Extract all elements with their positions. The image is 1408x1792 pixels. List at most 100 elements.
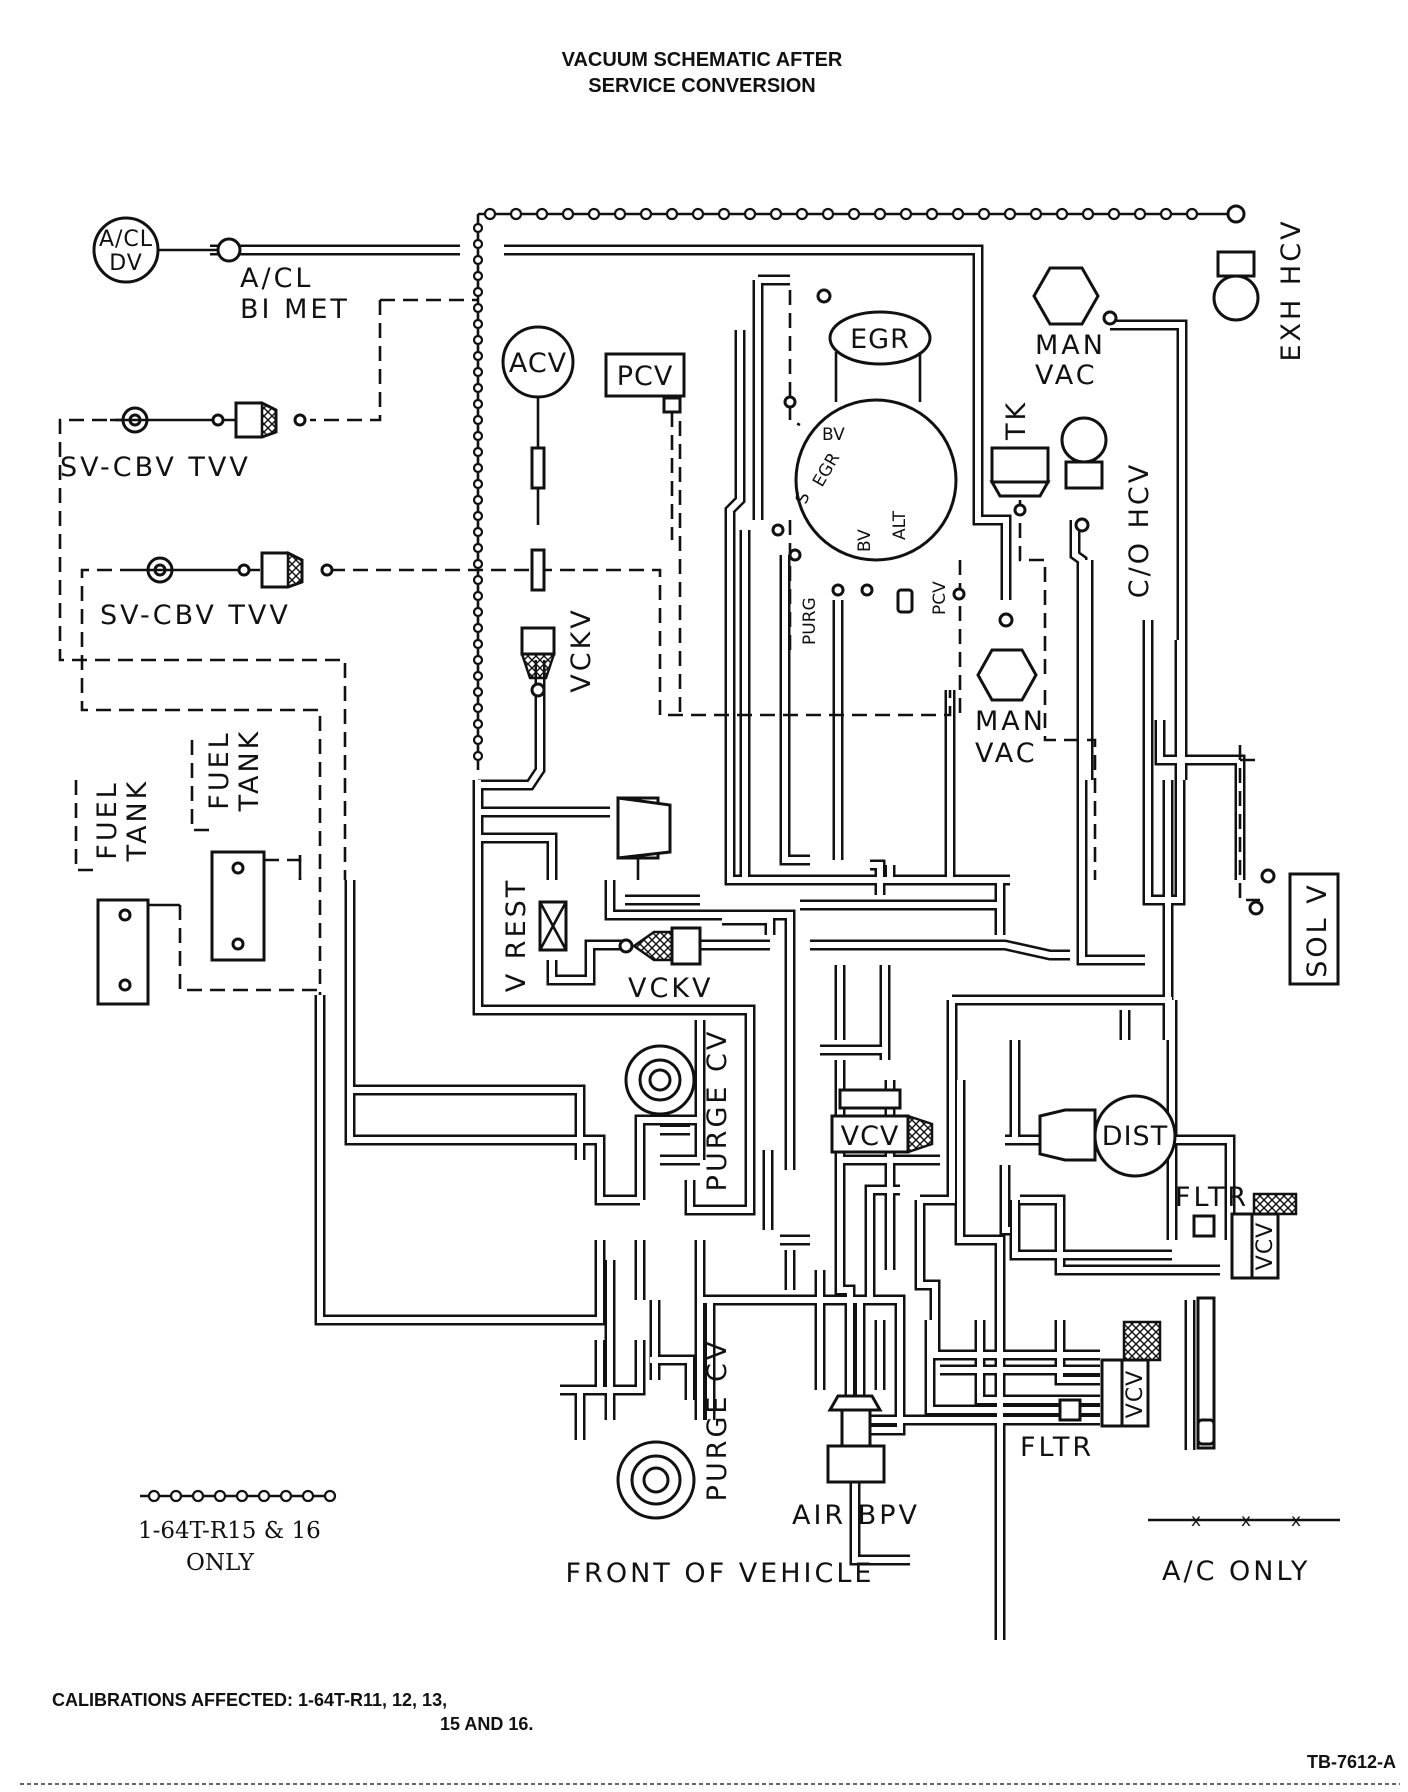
hose-ring xyxy=(472,414,484,426)
hose-ring xyxy=(472,222,484,234)
port-purg: PURG xyxy=(800,597,820,645)
hose-ring xyxy=(472,286,484,298)
v-rest-label: V REST xyxy=(501,878,532,993)
hose-ring xyxy=(169,1489,183,1503)
fuel-tank-left: FUEL TANK xyxy=(74,779,180,1006)
hose-ring xyxy=(472,702,484,714)
legend-calibration-line-1: 1-64T-R15 & 16 xyxy=(138,1518,321,1544)
hose-ring xyxy=(147,1489,161,1503)
hose-ring xyxy=(561,207,575,221)
distributor-advance: DIST xyxy=(1038,1094,1177,1178)
front-of-vehicle-label: FRONT OF VEHICLE xyxy=(566,1558,875,1589)
vckv-upper: VCKV xyxy=(520,607,597,698)
hose-ring xyxy=(472,734,484,746)
purge-cv-lower: PURGE CV xyxy=(616,1339,733,1520)
fuel-tank-right: FUEL TANK xyxy=(190,729,302,962)
hose-ring xyxy=(483,207,497,221)
hose-ring xyxy=(951,207,965,221)
legend-ac-only: x x x A/C ONLY xyxy=(1148,1511,1340,1587)
purge-cv-lower-label: PURGE CV xyxy=(702,1339,733,1502)
hose-ring xyxy=(191,1489,205,1503)
port-bv2: BV xyxy=(855,529,875,552)
fltr-vcv-lower: FLTR VCV xyxy=(1020,1320,1162,1463)
acv-label: ACV xyxy=(509,348,567,379)
vcv-center: VCV xyxy=(830,1088,934,1154)
hose-ring xyxy=(1133,207,1147,221)
dashed-hoses xyxy=(58,290,1260,995)
hose-ring xyxy=(472,270,484,282)
hose-ring xyxy=(472,542,484,554)
vcv-right-upper-label: VCV xyxy=(1253,1222,1278,1270)
hose-ring xyxy=(472,590,484,602)
egr-valve: EGR xyxy=(816,288,932,402)
hose-ring xyxy=(235,1489,249,1503)
hose-ring xyxy=(691,207,705,221)
acl-dv-label-1: A/CL xyxy=(99,227,153,252)
purge-cv-upper-label: PURGE CV xyxy=(702,1029,733,1192)
hose-ring xyxy=(472,478,484,490)
hose-ring xyxy=(472,430,484,442)
hose-ring xyxy=(472,718,484,730)
air-bypass-valve: AIR BPV xyxy=(792,1394,920,1531)
sv-cbv-tvv-upper-label: SV-CBV TVV xyxy=(60,452,251,483)
temperature-valve-tk: TK xyxy=(989,400,1051,517)
hose-ring xyxy=(472,302,484,314)
hose-ring xyxy=(472,654,484,666)
vcv-center-label: VCV xyxy=(841,1121,900,1152)
hose-ring xyxy=(1159,207,1173,221)
manifold-vacuum-mid: MAN VAC xyxy=(975,612,1046,769)
hose-ring xyxy=(1055,207,1069,221)
hose-ring xyxy=(821,207,835,221)
hose-ring xyxy=(925,207,939,221)
hose-ring xyxy=(472,446,484,458)
port-alt: ALT xyxy=(890,510,910,540)
hose-ring xyxy=(472,462,484,474)
hose-ring xyxy=(535,207,549,221)
calibrations-affected-line-2: 15 AND 16. xyxy=(440,1714,533,1734)
vcv-right-lower-label: VCV xyxy=(1123,1370,1148,1418)
svg-text:x: x xyxy=(1291,1511,1301,1531)
svg-text:x: x xyxy=(1191,1511,1201,1531)
port-bv: BV xyxy=(822,425,845,445)
dist-label: DIST xyxy=(1102,1121,1168,1152)
vckv-lower: VCKV xyxy=(618,926,714,1004)
air-bpv-label: AIR BPV xyxy=(792,1500,920,1531)
calibration-specific-hose xyxy=(472,207,1236,770)
co-hcv: C/O HCV xyxy=(1060,416,1155,598)
legend-ac-only-label: A/C ONLY xyxy=(1162,1556,1310,1587)
egr-label: EGR xyxy=(850,324,910,355)
vckv-lower-label: VCKV xyxy=(628,973,714,1004)
hose-ring xyxy=(472,494,484,506)
hose-ring xyxy=(613,207,627,221)
hose-ring xyxy=(1003,207,1017,221)
hose-ring xyxy=(472,254,484,266)
hose-ring xyxy=(665,207,679,221)
hose-ring xyxy=(472,238,484,250)
hose-ring xyxy=(472,318,484,330)
fltr-lower-label: FLTR xyxy=(1020,1432,1094,1463)
sol-v-label: SOL V xyxy=(1302,882,1333,978)
carburetor: BV S EGR BV ALT PURG PCV xyxy=(771,395,966,645)
solenoid-valve: SOL V xyxy=(1248,868,1340,986)
hose-ring xyxy=(899,207,913,221)
hose-ring xyxy=(323,1489,337,1503)
legend-calibration-line-2: ONLY xyxy=(186,1550,255,1576)
hose-ring xyxy=(847,207,861,221)
hose-ring xyxy=(472,574,484,586)
hose-ring xyxy=(472,334,484,346)
fltr-upper-label: FLTR xyxy=(1175,1182,1249,1213)
man-vac-mid-line-1: MAN xyxy=(975,706,1046,737)
hose-ring xyxy=(977,207,991,221)
hose-ring xyxy=(257,1489,271,1503)
exh-hcv-label: EXH HCV xyxy=(1276,218,1307,361)
hose-ring xyxy=(472,510,484,522)
hose-ring xyxy=(472,558,484,570)
hose-ring xyxy=(1107,207,1121,221)
man-vac-top-line-1: MAN xyxy=(1035,330,1106,361)
vacuum-restrictor: V REST xyxy=(501,878,568,993)
hose-ring xyxy=(472,750,484,762)
hose-ring xyxy=(639,207,653,221)
diagram-title: VACUUM SCHEMATIC AFTER SERVICE CONVERSIO… xyxy=(562,49,843,97)
tk-label: TK xyxy=(1001,400,1032,441)
fltr-vcv-upper: FLTR VCV xyxy=(1175,1182,1298,1450)
